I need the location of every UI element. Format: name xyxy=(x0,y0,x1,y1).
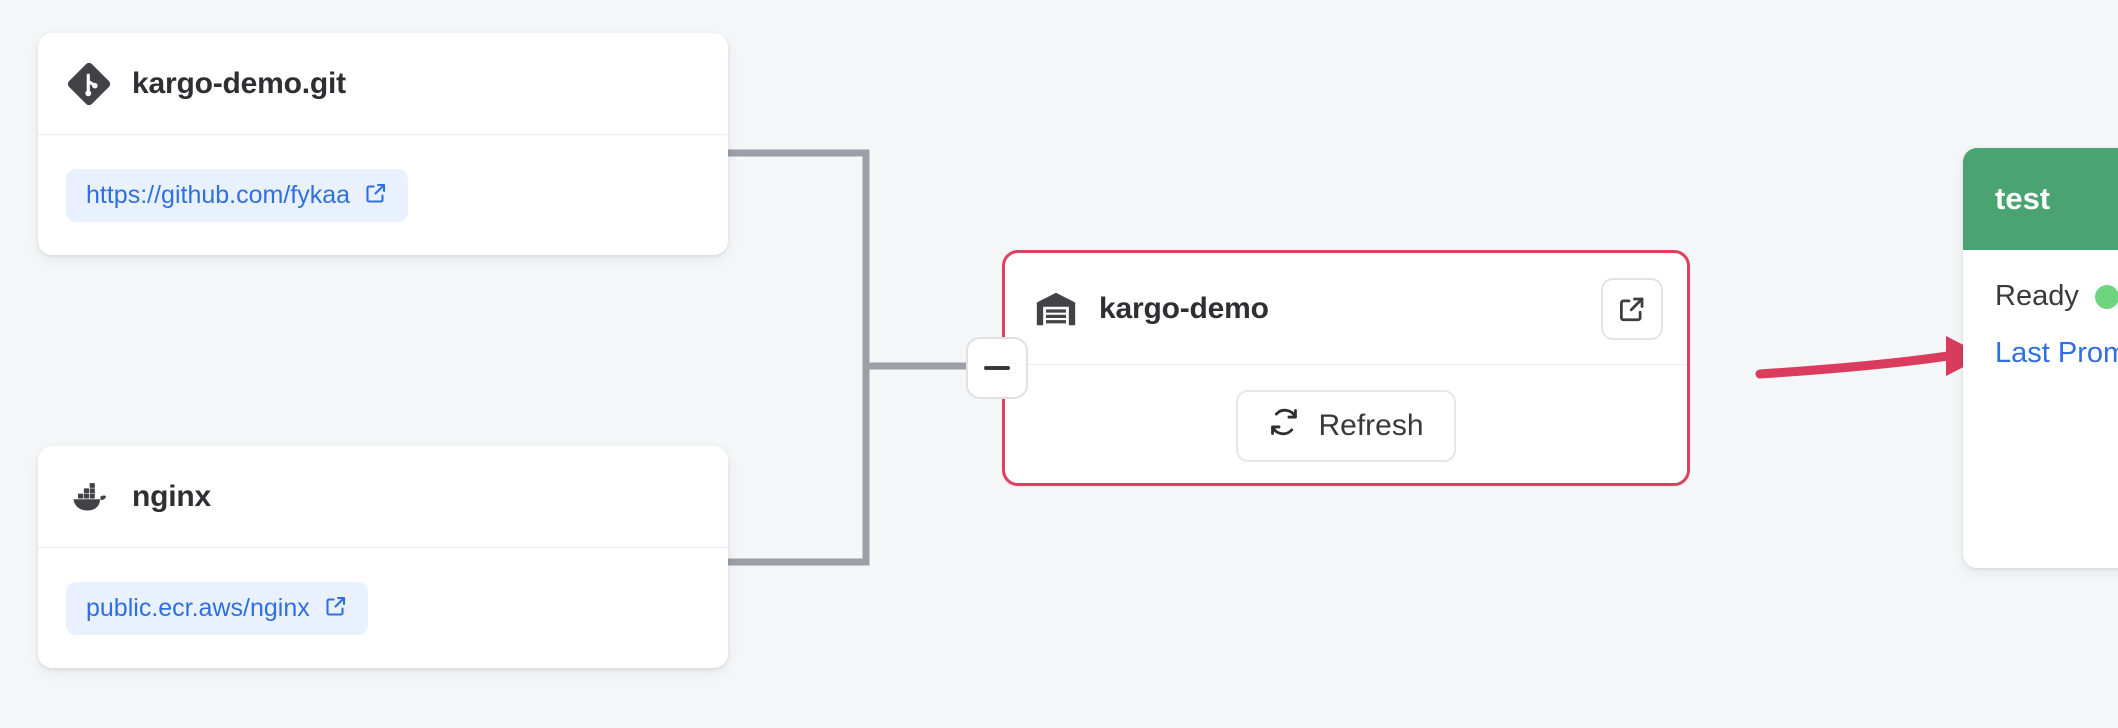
warehouse-icon xyxy=(1033,286,1079,332)
git-icon xyxy=(66,61,112,107)
stage-header: test xyxy=(1963,148,2118,250)
source-card-git[interactable]: kargo-demo.git https://github.com/fykaa xyxy=(38,33,728,255)
external-link-icon xyxy=(324,594,348,623)
collapse-toggle-button[interactable] xyxy=(966,337,1028,399)
source-card-nginx[interactable]: nginx public.ecr.aws/nginx xyxy=(38,446,728,668)
card-header: kargo-demo.git xyxy=(38,33,728,135)
refresh-label: Refresh xyxy=(1318,409,1424,442)
stage-title: test xyxy=(1995,181,2051,216)
open-warehouse-button[interactable] xyxy=(1601,277,1663,340)
docker-icon xyxy=(66,474,112,520)
last-promoted-link[interactable]: Last Prom xyxy=(1995,337,2118,369)
card-header: nginx xyxy=(38,446,728,548)
source-title: nginx xyxy=(132,479,211,513)
source-url-link[interactable]: public.ecr.aws/nginx xyxy=(66,581,368,635)
warehouse-card[interactable]: kargo-demo Refre xyxy=(966,250,1690,486)
sync-icon xyxy=(1268,406,1300,446)
stage-card-test[interactable]: test Ready Last Prom xyxy=(1963,148,2118,568)
source-title: kargo-demo.git xyxy=(132,66,346,100)
source-url-label: https://github.com/fykaa xyxy=(86,180,351,209)
warehouse-title: kargo-demo xyxy=(1099,291,1269,325)
stage-body: Ready Last Prom xyxy=(1963,250,2118,370)
warehouse-body: Refresh xyxy=(1005,365,1687,483)
source-url-label: public.ecr.aws/nginx xyxy=(86,593,310,622)
refresh-button[interactable]: Refresh xyxy=(1236,390,1456,462)
stage-status-row: Ready xyxy=(1995,280,2118,313)
external-link-icon xyxy=(364,181,388,210)
source-url-link[interactable]: https://github.com/fykaa xyxy=(66,168,409,222)
stage-status-label: Ready xyxy=(1995,280,2079,312)
warehouse-header: kargo-demo xyxy=(1005,253,1687,365)
status-dot-icon xyxy=(2094,284,2118,309)
card-body: https://github.com/fykaa xyxy=(38,135,728,255)
minus-icon xyxy=(984,366,1010,370)
card-body: public.ecr.aws/nginx xyxy=(38,548,728,668)
